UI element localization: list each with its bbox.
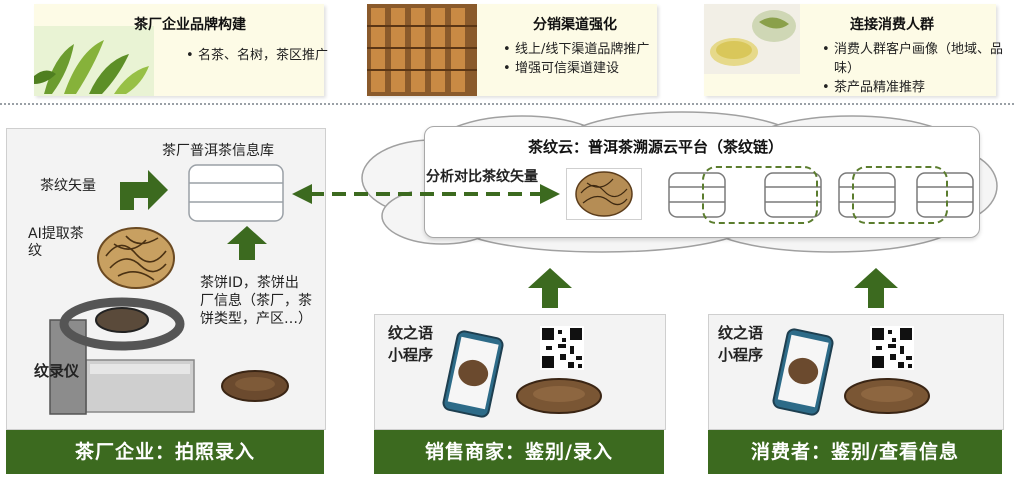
up-arrow-factory [225, 224, 269, 262]
up-arrow-seller [526, 266, 574, 310]
ai-extract-text: AI提取茶纹 [28, 226, 84, 259]
consumer-panel [708, 314, 1004, 430]
phone-icon [434, 328, 512, 420]
factory-db-label: 茶厂普洱茶信息库 [162, 143, 274, 159]
compare-label: 分析对比茶纹矢量 [426, 169, 538, 185]
qr-code-icon [870, 326, 914, 370]
seller-panel [374, 314, 666, 430]
seller-app-label: 纹之语小程序 [388, 324, 434, 364]
note-card-brand: 茶厂企业品牌构建 名茶、名树，茶区推广 [34, 4, 328, 96]
chain-link [702, 166, 818, 224]
brand-card-title: 茶厂企业品牌构建 [134, 17, 246, 33]
note-card-consumer: 连接消费人群 消费人群客户画像（地域、品味） 茶产品精准推荐 [704, 4, 1003, 97]
consumer-bar: 消费者：鉴别/查看信息 [708, 430, 1002, 474]
consumer-bullet: 消费人群客户画像（地域、品味） [822, 40, 1006, 78]
brand-bullet: 名茶、名树，茶区推广 [186, 46, 334, 65]
turn-arrow-icon [118, 166, 170, 212]
tea-cake-factory [220, 368, 290, 404]
section-divider [0, 103, 1014, 105]
brand-card-bullets: 名茶、名树，茶区推广 [184, 46, 334, 65]
up-arrow-consumer [852, 266, 900, 310]
seller-bar: 销售商家：鉴别/录入 [374, 430, 664, 474]
scanner-device-icon [46, 290, 196, 416]
device-label: 纹录仪 [34, 362, 80, 380]
consumer-card-title: 连接消费人群 [850, 17, 934, 33]
tea-cake-seller [514, 376, 604, 416]
cloud-database-icon [668, 172, 726, 218]
consumer-bullet: 茶产品精准推荐 [822, 78, 1006, 97]
tea-pattern-image [96, 226, 176, 290]
note-card-channel: 分销渠道强化 线上/线下渠道品牌推广 增强可信渠道建设 [367, 4, 657, 96]
cake-info-label: 茶饼ID，茶饼出厂信息（茶厂，茶饼类型，产区…） [200, 275, 312, 327]
channel-card-title: 分销渠道强化 [533, 17, 617, 33]
consumer-card-bullets: 消费人群客户画像（地域、品味） 茶产品精准推荐 [820, 40, 1006, 97]
cloud-database-icon [764, 172, 822, 218]
channel-bullet: 线上/线下渠道品牌推广 [503, 40, 665, 59]
bookshelf-photo [367, 4, 477, 96]
qr-code-icon [540, 326, 584, 370]
chain-link [852, 166, 948, 224]
cloud-pattern-image [566, 168, 642, 220]
channel-bullet: 增强可信渠道建设 [503, 59, 665, 78]
cloud-title: 茶纹云：普洱茶溯源云平台（茶纹链） [528, 138, 784, 156]
channel-card-bullets: 线上/线下渠道品牌推广 增强可信渠道建设 [501, 40, 665, 78]
consumer-app-label: 纹之语小程序 [718, 324, 764, 364]
tea-cup-photo [704, 4, 800, 74]
factory-bar: 茶厂企业：拍照录入 [6, 430, 324, 474]
tea-cake-consumer [842, 376, 932, 416]
phone-icon [764, 326, 842, 418]
ai-extract-label: AI提取茶纹 [28, 226, 86, 260]
tea-leaves-photo [34, 26, 154, 96]
factory-database-icon [188, 164, 284, 222]
vector-label: 茶纹矢量 [40, 178, 96, 194]
cloud-database-icon [916, 172, 974, 218]
compare-dashed-arrow [290, 182, 562, 206]
